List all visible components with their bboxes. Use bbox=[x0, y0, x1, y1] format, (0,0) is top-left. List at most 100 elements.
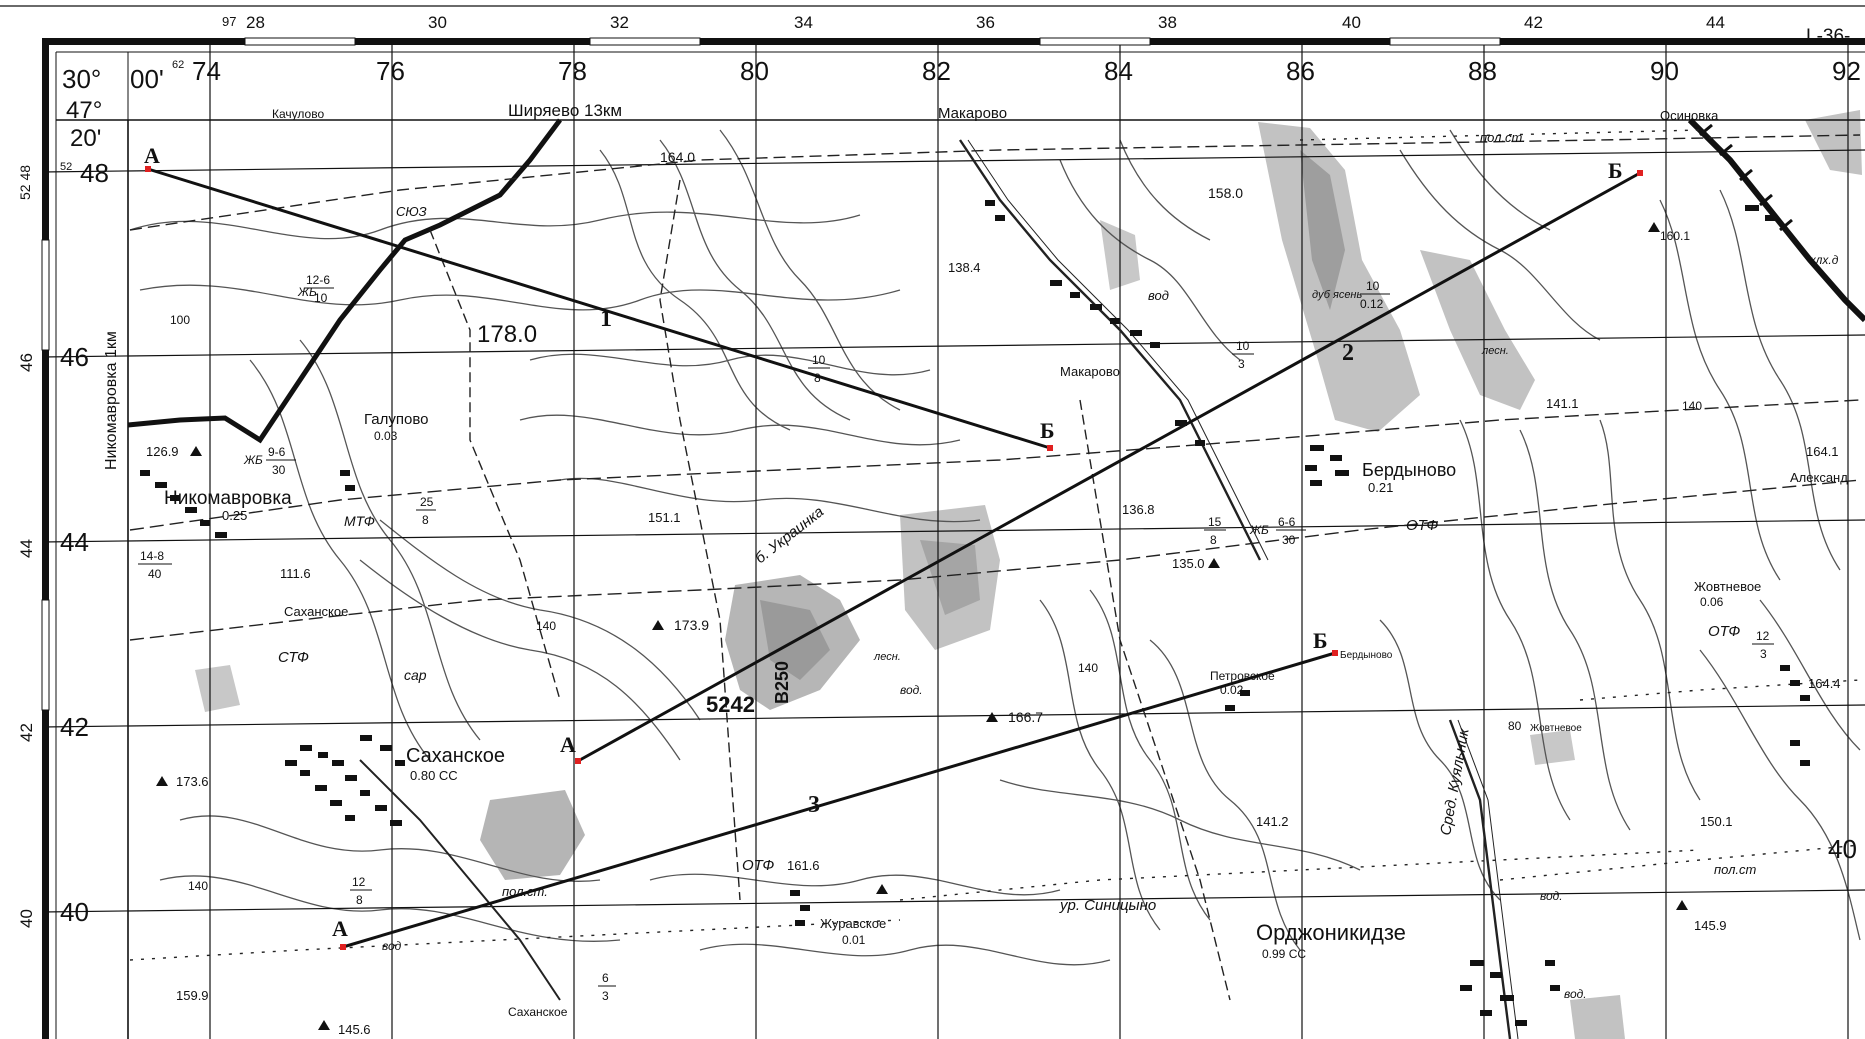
triangle-icon bbox=[1676, 900, 1688, 910]
settlement-size: 0.06 bbox=[1700, 595, 1724, 609]
northing-label: 44 bbox=[60, 527, 89, 557]
outer-top-number: 42 bbox=[1524, 13, 1543, 32]
fraction-top: 12 bbox=[352, 875, 366, 889]
settlement-blocks bbox=[140, 200, 1810, 1026]
railway bbox=[127, 117, 1865, 444]
fraction-top: 10 bbox=[1366, 279, 1380, 293]
feature-label: ОТФ bbox=[1708, 623, 1740, 640]
elevation-label: 173.9 bbox=[674, 617, 709, 633]
outer-top-number: 44 bbox=[1706, 13, 1725, 32]
settlement-name: Осиновка bbox=[1660, 108, 1719, 123]
settlement-name: Саханское bbox=[508, 1005, 568, 1019]
feature-label: ОТФ bbox=[742, 857, 774, 874]
feature-label: пол.ст. bbox=[1480, 130, 1526, 145]
route-1-start-label: А bbox=[144, 143, 160, 168]
fraction-top: 6 bbox=[602, 971, 609, 985]
outer-left-number: 42 bbox=[17, 723, 36, 742]
settlement-size: 0.01 bbox=[842, 933, 866, 947]
route-markers bbox=[145, 166, 1643, 950]
corner-latitude: 47° bbox=[66, 97, 102, 124]
settlement-name: Петровское bbox=[1210, 669, 1275, 683]
top-road-note: Ширяево 13км bbox=[508, 101, 622, 120]
northing-label: 40 bbox=[60, 897, 89, 927]
feature-label: вод. bbox=[1564, 987, 1587, 1001]
survey-triangles bbox=[156, 222, 1688, 1030]
feature-label: вод. bbox=[900, 683, 923, 697]
easting-label: 90 bbox=[1650, 56, 1679, 86]
settlement-name: Саханское bbox=[284, 604, 348, 619]
map-code: В250 bbox=[772, 661, 792, 704]
fraction-bottom: 3 bbox=[1760, 647, 1767, 661]
elevation-marks: 164.0 158.0 160.1 138.4 178.0 126.9 111.… bbox=[146, 149, 1841, 1037]
feature-label: пол.ст bbox=[1714, 862, 1757, 877]
fraction-bottom: 3 bbox=[1238, 357, 1245, 371]
triangle-icon bbox=[1208, 558, 1220, 568]
fraction-bottom: 3 bbox=[602, 989, 609, 1003]
outer-top-number: 28 bbox=[246, 13, 265, 32]
easting-label: 74 bbox=[192, 56, 221, 86]
fraction-top: 6-6 bbox=[1278, 515, 1296, 529]
outer-top-number: 34 bbox=[794, 13, 813, 32]
fraction-top: 15 bbox=[1208, 515, 1222, 529]
contour-value: 100 bbox=[170, 313, 190, 327]
elevation-label: 135.0 bbox=[1172, 556, 1205, 571]
route-2-end-label: Б bbox=[1608, 158, 1623, 183]
corner-longitude-minutes: 00' bbox=[130, 64, 164, 94]
easting-label: 92 bbox=[1832, 56, 1861, 86]
elevation-label: 159.9 bbox=[176, 988, 209, 1003]
route-2-number: 2 bbox=[1342, 340, 1354, 366]
feature-label: клх.д bbox=[1810, 253, 1839, 267]
fraction-top: 25 bbox=[420, 495, 434, 509]
outer-top-number: 38 bbox=[1158, 13, 1177, 32]
feature-label: СЮЗ bbox=[396, 204, 427, 219]
fraction-bottom: 30 bbox=[272, 463, 286, 477]
frame-labels: 97 28 30 32 34 36 38 40 42 44 L-36- 30° … bbox=[17, 13, 1861, 928]
triangle-icon bbox=[876, 884, 888, 894]
feature-label: вод. bbox=[1540, 889, 1563, 903]
triangle-icon bbox=[156, 776, 168, 786]
grid-small-label: 97 bbox=[222, 14, 236, 29]
contour-value: 140 bbox=[536, 619, 556, 633]
elevation-label: 145.9 bbox=[1694, 918, 1727, 933]
easting-label: 84 bbox=[1104, 56, 1133, 86]
route-1-start-marker bbox=[145, 166, 151, 172]
settlement-name: Александ bbox=[1790, 470, 1848, 485]
coordinate-grid bbox=[41, 42, 1865, 1039]
sheet-code: L-36- bbox=[1806, 26, 1850, 47]
settlement-name: Никомавровка bbox=[164, 488, 292, 509]
feature-label: СТФ bbox=[278, 649, 309, 666]
fraction-bottom: 8 bbox=[1210, 533, 1217, 547]
elevation-label: 141.1 bbox=[1546, 396, 1579, 411]
feature-label: ЖБ bbox=[243, 453, 263, 467]
feature-label: вод bbox=[382, 939, 402, 953]
settlement-size: 0.21 bbox=[1368, 480, 1393, 495]
elevation-label: 136.8 bbox=[1122, 502, 1155, 517]
outer-top-number: 30 bbox=[428, 13, 447, 32]
route-3-start-marker bbox=[340, 944, 346, 950]
feature-label: пол.ст. bbox=[502, 884, 548, 899]
settlement-name: Орджоникидзе bbox=[1256, 920, 1406, 945]
settlement-size: 0.80 СС bbox=[410, 768, 458, 783]
route-1-end-label: Б bbox=[1040, 418, 1055, 443]
outer-left-number: 44 bbox=[17, 539, 36, 558]
route-3-end-marker bbox=[1332, 650, 1338, 656]
easting-label: 78 bbox=[558, 56, 587, 86]
settlement-name: Жовтневое bbox=[1530, 723, 1582, 734]
feature-label: дуб ясень bbox=[1312, 289, 1362, 301]
elevation-label: 151.1 bbox=[648, 510, 681, 525]
triangle-icon bbox=[652, 620, 664, 630]
fraction-bottom: 8 bbox=[422, 513, 429, 527]
side-road-note: Никомавровка 1км bbox=[103, 331, 120, 470]
outer-left-number: 46 bbox=[17, 353, 36, 372]
road-fraction: 25 8 bbox=[416, 495, 436, 527]
northing-label: 48 bbox=[80, 158, 109, 188]
fraction-top: 10 bbox=[812, 353, 826, 367]
feature-label: лесн. bbox=[1481, 345, 1509, 357]
fraction-top: 10 bbox=[1236, 339, 1250, 353]
route-3-end-label: Б bbox=[1313, 628, 1328, 653]
route-1-end-marker bbox=[1047, 445, 1053, 451]
road-fraction: 12 8 bbox=[350, 875, 372, 907]
route-line-3 bbox=[342, 651, 1336, 949]
feature-label: лесн. bbox=[873, 651, 901, 663]
